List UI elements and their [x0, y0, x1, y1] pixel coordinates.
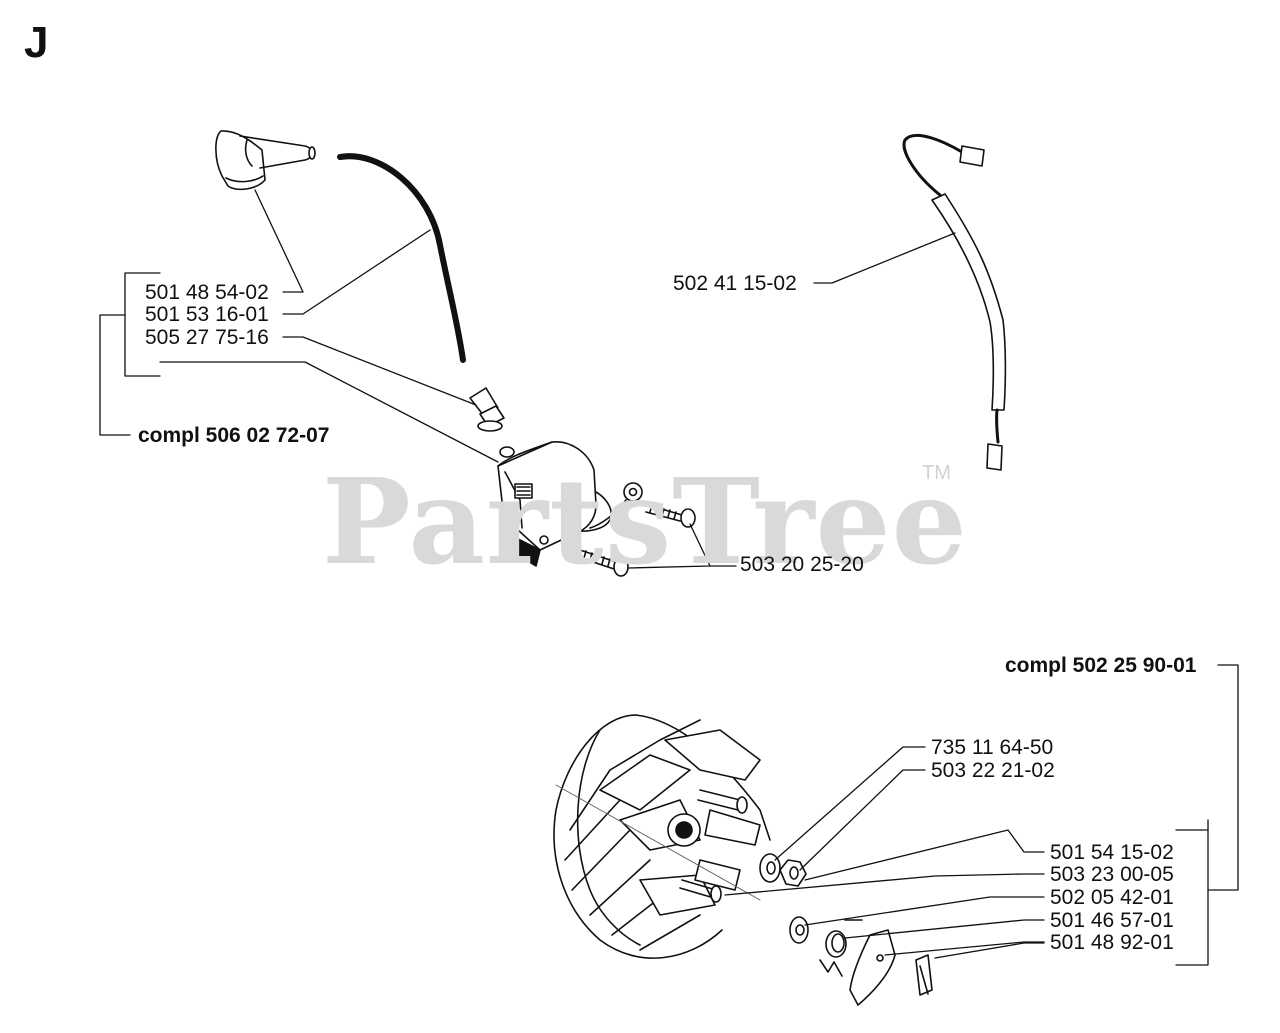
watermark: PartsTree: [322, 452, 968, 591]
part-label[interactable]: 501 48 54-02: [145, 281, 269, 304]
pawl: [849, 929, 896, 1006]
part-label[interactable]: 505 27 75-16: [145, 326, 269, 349]
spark-plug-cap: [215, 130, 316, 191]
pawl-clip: [915, 954, 933, 996]
part-label[interactable]: 502 05 42-01: [1050, 886, 1174, 909]
part-label[interactable]: 501 54 15-02: [1050, 841, 1174, 864]
part-label[interactable]: 503 22 21-02: [931, 759, 1055, 782]
ignition-lead: [337, 153, 466, 363]
ground-tab: [589, 482, 643, 529]
part-label[interactable]: 503 20 25-20: [740, 553, 864, 576]
screw-lower: [577, 549, 629, 577]
assembly-label[interactable]: compl 502 25 90-01: [1005, 654, 1197, 677]
part-label[interactable]: 501 48 92-01: [1050, 931, 1174, 954]
part-label[interactable]: 501 46 57-01: [1050, 909, 1174, 932]
section-letter: J: [24, 18, 49, 67]
washer-large: [759, 853, 781, 883]
spacer: [825, 930, 847, 958]
flywheel: [553, 714, 771, 959]
part-label[interactable]: 502 41 15-02: [673, 272, 797, 295]
part-label[interactable]: 735 11 64-50: [931, 736, 1054, 759]
part-label[interactable]: 503 23 00-05: [1050, 863, 1174, 886]
leader-lines: [99, 189, 1239, 966]
part-label[interactable]: 501 53 16-01: [145, 303, 269, 326]
screw-upper: [645, 504, 696, 528]
short-lead: [902, 134, 1007, 471]
terminal-connector: [469, 387, 505, 432]
trademark-mark: TM: [922, 462, 951, 484]
spring: [819, 919, 863, 977]
assembly-label[interactable]: compl 506 02 72-07: [138, 424, 330, 447]
washer-small: [789, 916, 809, 944]
ignition-module: [497, 441, 613, 567]
nut: [779, 859, 807, 887]
